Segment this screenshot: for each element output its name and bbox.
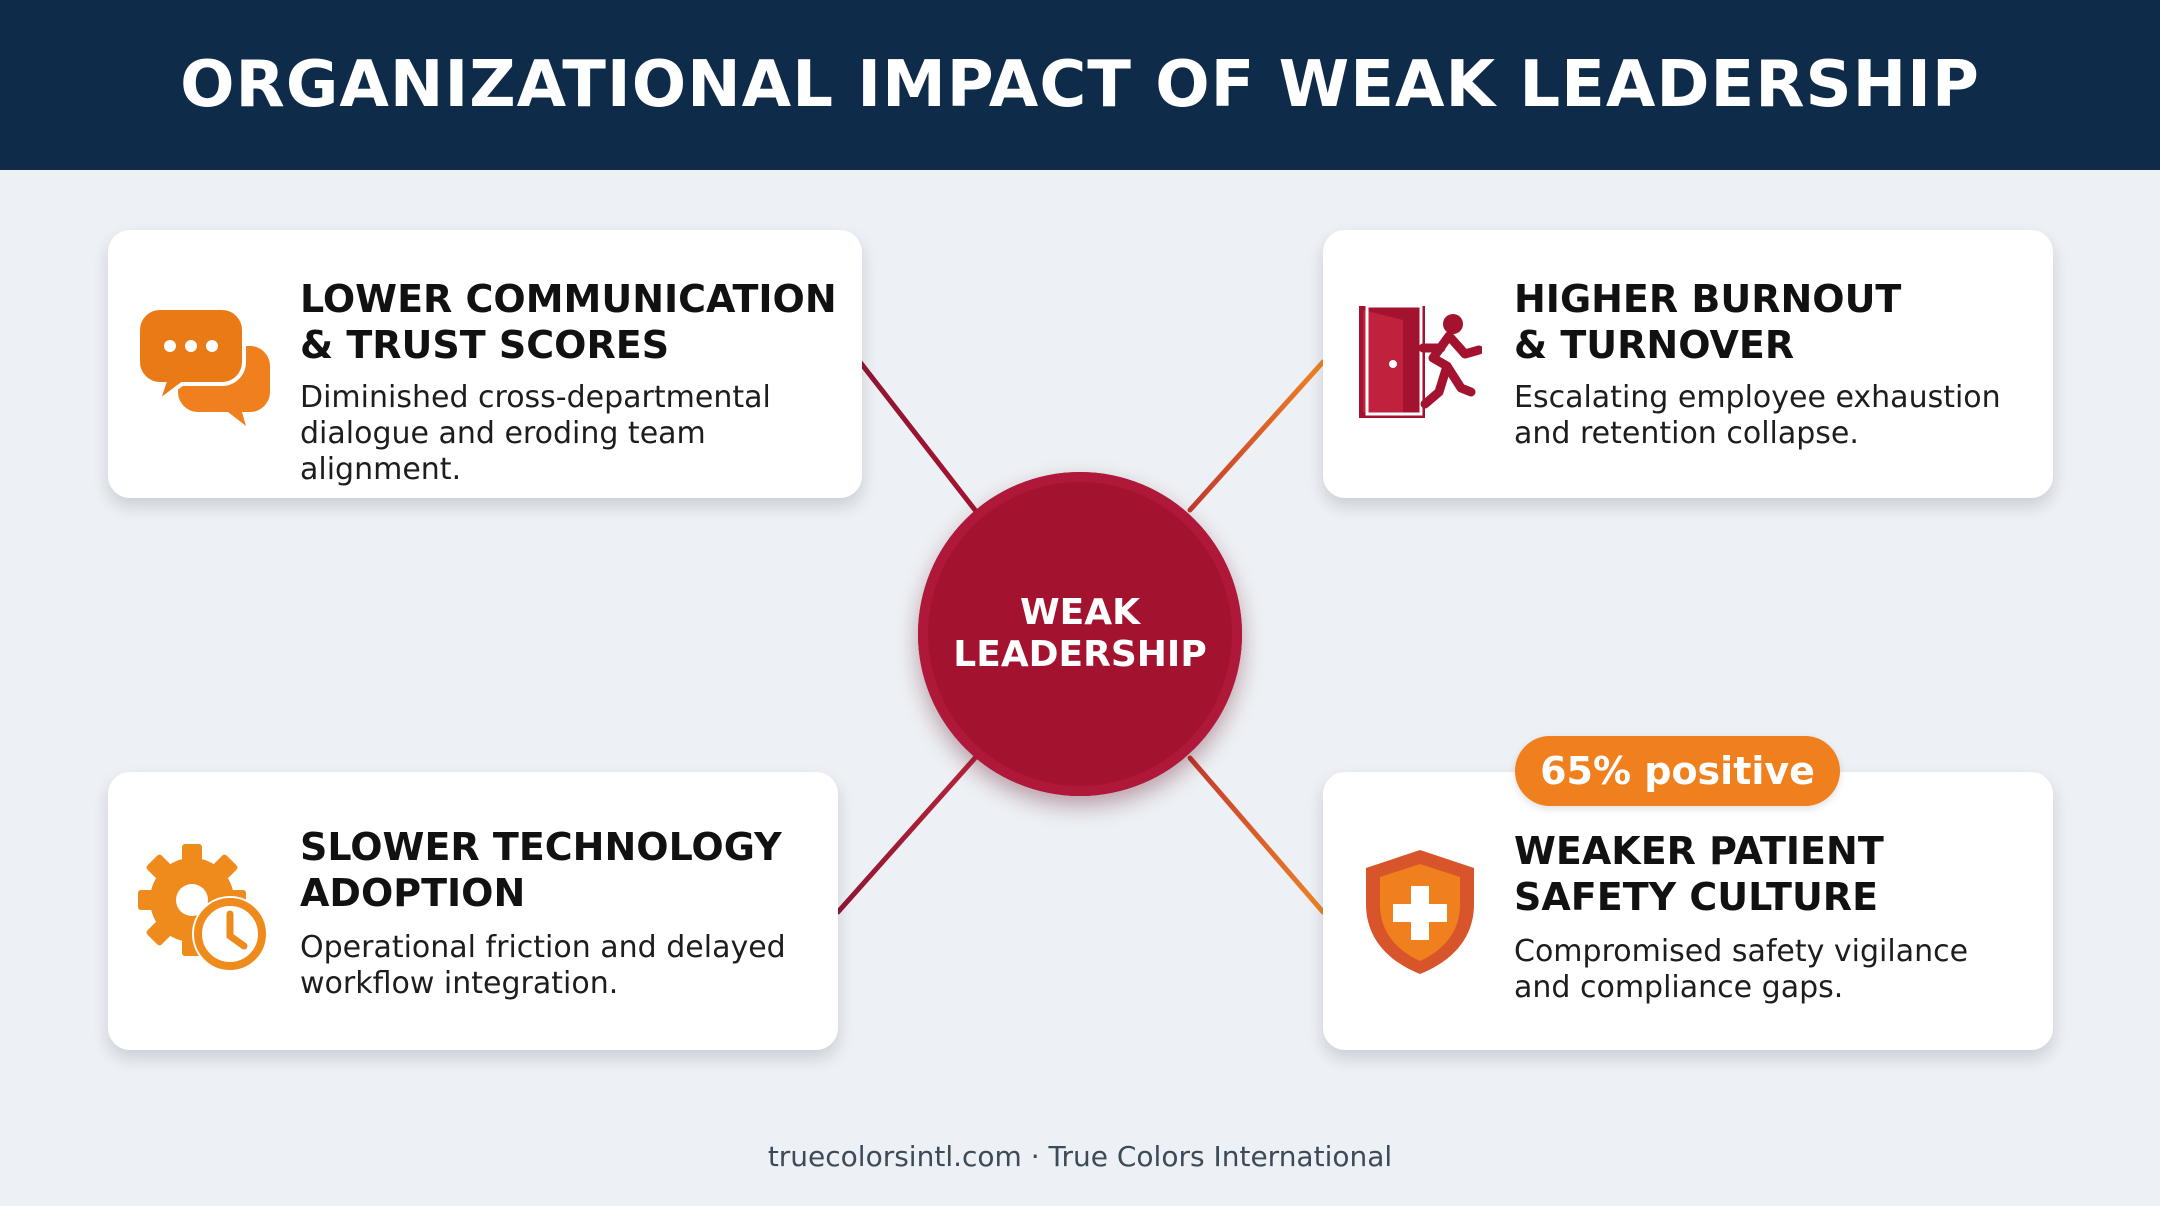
connector-bottom-left [835,755,978,915]
card-description: Operational friction and delayed workflo… [300,930,786,1001]
card-burnout-turnover: HIGHER BURNOUT & TURNOVER Escalating emp… [1323,230,2053,498]
card-communication-trust: LOWER COMMUNICATION & TRUST SCORES Dimin… [108,230,862,498]
gear-clock-icon [138,844,268,972]
hub-label: WEAK LEADERSHIP [953,592,1207,675]
card-title: HIGHER BURNOUT & TURNOVER [1514,277,1902,367]
connector-top-left [857,359,978,513]
card-title: WEAKER PATIENT SAFETY CULTURE [1514,829,1884,919]
card-description: Escalating employee exhaustion and reten… [1514,380,2001,451]
footer-credit: truecolorsintl.com · True Colors Interna… [767,1140,1393,1173]
chat-bubbles-icon [138,308,270,426]
card-description: Compromised safety vigilance and complia… [1514,934,1969,1005]
card-description: Diminished cross-departmental dialogue a… [300,380,771,487]
shield-cross-icon [1366,850,1474,974]
header-bar: ORGANIZATIONAL IMPACT OF WEAK LEADERSHIP [0,0,2160,170]
card-patient-safety: WEAKER PATIENT SAFETY CULTURE Compromise… [1323,772,2053,1050]
central-hub: WEAK LEADERSHIP [918,472,1242,796]
stat-badge: 65% positive [1515,736,1840,806]
card-technology-adoption: SLOWER TECHNOLOGY ADOPTION Operational f… [108,772,838,1050]
connector-bottom-right [1187,755,1326,915]
exit-door-running-icon [1359,304,1482,418]
page-title: ORGANIZATIONAL IMPACT OF WEAK LEADERSHIP [180,48,1980,122]
connector-top-right [1187,359,1326,513]
card-title: SLOWER TECHNOLOGY ADOPTION [300,825,782,915]
card-title: LOWER COMMUNICATION & TRUST SCORES [300,277,837,367]
